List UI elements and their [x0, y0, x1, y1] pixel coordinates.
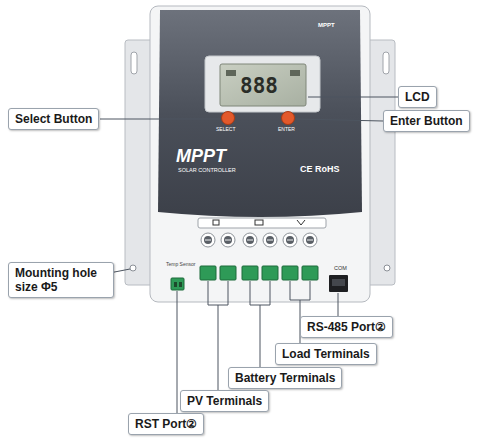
button-callout: Select Button: [8, 108, 99, 130]
port-label: Temp Sensor: [166, 262, 195, 267]
callout-text: Mounting hole size Φ5: [15, 266, 107, 294]
callout-text: Load Terminals: [282, 347, 370, 361]
lcd-digits: 888: [240, 76, 278, 97]
callout-text: Select Button: [15, 112, 92, 126]
button-label: SELECT: [216, 127, 235, 132]
brand-mark: MPPT: [318, 22, 335, 28]
callout-text: PV Terminals: [187, 394, 262, 408]
certification-mark: CE RoHS: [300, 165, 340, 174]
callout-text: Battery Terminals: [235, 371, 335, 385]
callout-text: Enter Button: [390, 114, 463, 128]
terminal-callout: Battery Terminals: [228, 367, 342, 389]
button-callout: Enter Button: [383, 110, 470, 132]
callout-text: RS-485 Port②: [307, 320, 386, 334]
callout-text: LCD: [405, 90, 430, 104]
mounting-hole-callout: Mounting hole size Φ5: [8, 262, 114, 298]
product-title: MPPT: [176, 147, 226, 165]
port-label: COM: [334, 266, 347, 272]
lcd-callout: LCD: [398, 86, 437, 108]
terminal-callout: Load Terminals: [275, 343, 377, 365]
terminal-callout: PV Terminals: [180, 390, 269, 412]
callout-text: RST Port②: [135, 417, 197, 431]
button-label: ENTER: [278, 127, 295, 132]
port-callout: RS-485 Port②: [300, 316, 393, 338]
product-subtitle: SOLAR CONTROLLER: [178, 168, 236, 174]
port-callout: RST Port②: [128, 413, 204, 435]
